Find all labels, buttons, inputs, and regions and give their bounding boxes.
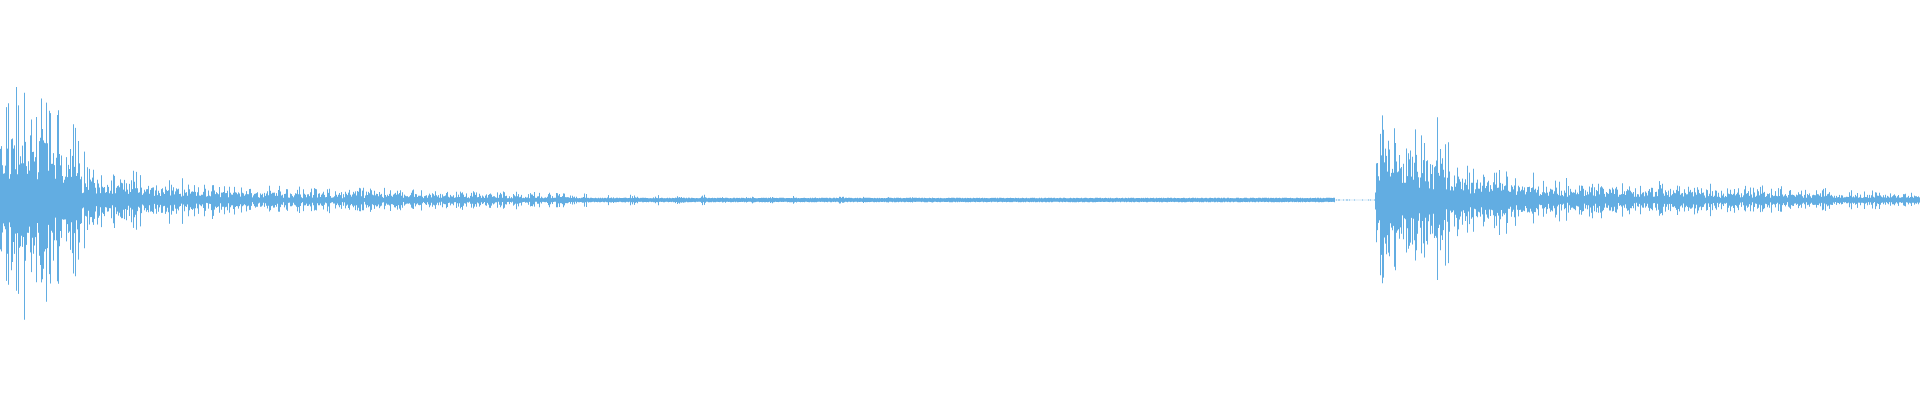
waveform-path [0, 87, 1920, 320]
waveform-samples [0, 87, 1920, 320]
